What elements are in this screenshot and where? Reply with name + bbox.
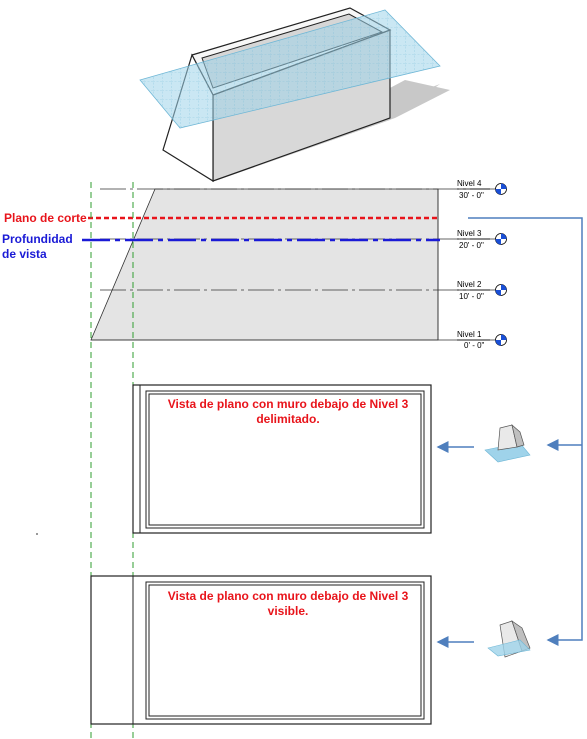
level-elevation: 20' - 0" [459, 241, 484, 250]
level-head-icon [495, 284, 507, 296]
wall-model-cut-icon [484, 424, 531, 463]
plan-view-1: Vista de plano con muro debajo de Nivel … [132, 384, 432, 534]
isometric-wall-model [139, 7, 450, 183]
level-head-icon [495, 183, 507, 195]
level-head-icon [495, 233, 507, 245]
connector-bracket [468, 217, 583, 646]
level-elevation: 30' - 0" [459, 191, 484, 200]
level-elevation: 10' - 0" [459, 292, 484, 301]
view-depth-label-line1: Profundidad [2, 232, 73, 246]
cut-plane-label: Plano de corte [4, 211, 87, 225]
wall-model-visible-icon [487, 620, 531, 658]
plan-view-2-caption-line1: Vista de plano con muro debajo de Nivel … [168, 589, 409, 603]
level-elevation: 0' - 0" [464, 341, 485, 350]
level-marker-1: Nivel 1 0' - 0" [457, 330, 507, 350]
section-elevation [82, 188, 500, 341]
level-marker-2: Nivel 2 10' - 0" [457, 280, 507, 301]
level-name: Nivel 4 [457, 179, 482, 188]
plan-view-2-caption-line2: visible. [268, 604, 309, 618]
level-head-icon [495, 334, 507, 346]
plan-view-1-caption-line1: Vista de plano con muro debajo de Nivel … [168, 397, 409, 411]
plan-view-1-caption-line2: delimitado. [256, 412, 319, 426]
level-name: Nivel 2 [457, 280, 482, 289]
level-marker-4: Nivel 4 30' - 0" [457, 179, 507, 200]
level-name: Nivel 3 [457, 229, 482, 238]
plan-view-2: Vista de plano con muro debajo de Nivel … [90, 575, 432, 725]
level-name: Nivel 1 [457, 330, 482, 339]
view-depth-label-line2: de vista [2, 247, 47, 261]
level-marker-3: Nivel 3 20' - 0" [457, 229, 507, 250]
